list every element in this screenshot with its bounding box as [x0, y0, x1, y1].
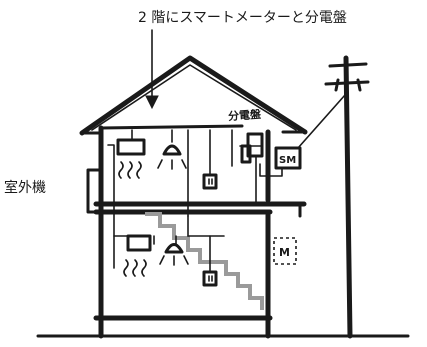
outlet-2f	[202, 173, 218, 190]
smart-meter: SM	[259, 146, 302, 177]
old-meter-location: M	[273, 237, 297, 265]
old-meter-label: M	[279, 246, 290, 259]
ceiling-lamp-1f	[159, 243, 189, 266]
outlet-1f	[202, 270, 218, 287]
smart-meter-label: SM	[279, 155, 296, 166]
air-conditioner-1f	[123, 234, 152, 277]
annotation-title: 2 階にスマートメーターと分電盤	[138, 10, 347, 26]
service-drop-wire	[297, 94, 346, 149]
stairs	[145, 212, 264, 310]
exterior-pipe	[266, 202, 302, 218]
outdoor-unit	[86, 168, 104, 214]
air-conditioner-2f	[116, 138, 146, 179]
outdoor-unit-label: 室外機	[4, 179, 46, 196]
panel-handwritten-label: 分電盤	[228, 107, 263, 123]
annotation-arrow	[145, 29, 159, 110]
house-walls	[36, 124, 410, 339]
wiring-second-floor	[107, 129, 263, 273]
roof	[79, 55, 308, 136]
utility-pole	[324, 55, 370, 339]
ceiling-lamp-2f	[157, 144, 187, 170]
distribution-panel	[240, 132, 264, 164]
